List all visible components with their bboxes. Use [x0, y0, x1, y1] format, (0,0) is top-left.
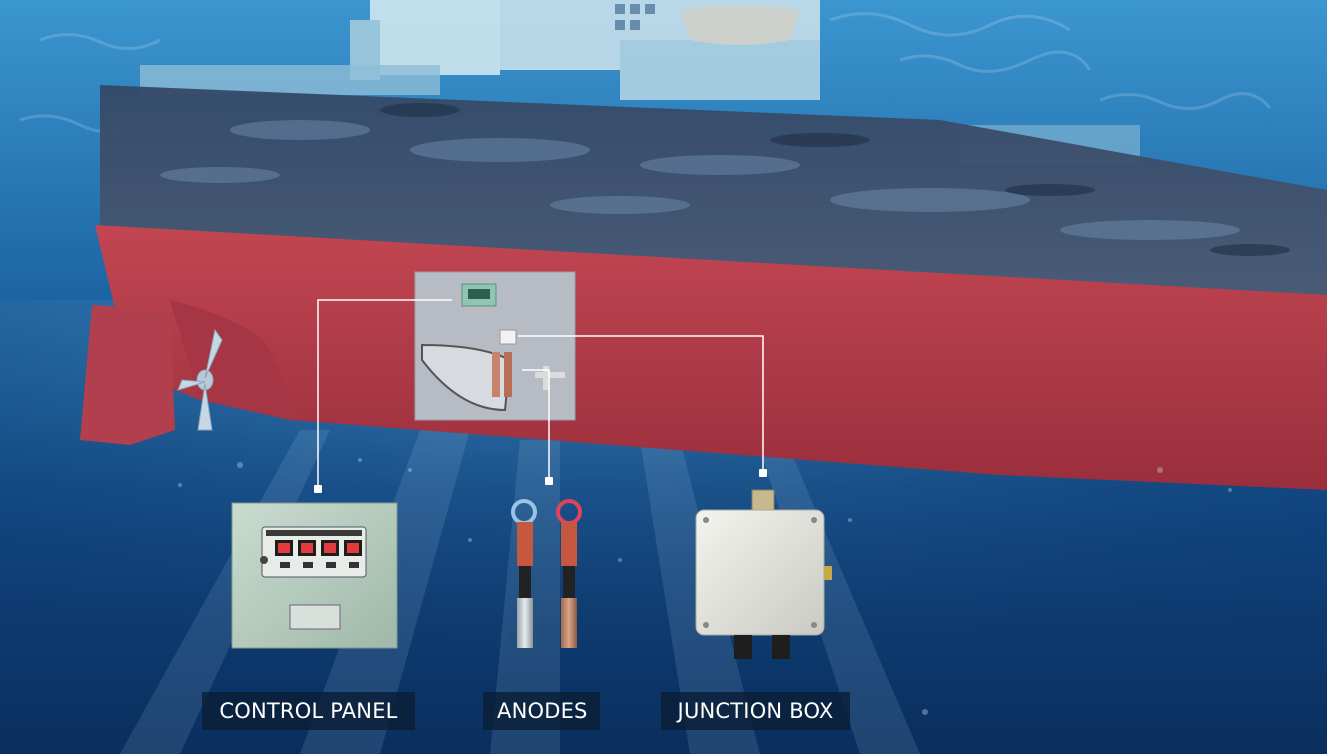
- junction-box-image: [695, 489, 832, 659]
- junction-box-connector-dot: [759, 469, 767, 477]
- anodes-connector-dot: [545, 477, 553, 485]
- anode-image: [511, 499, 582, 648]
- control-panel-connector-dot: [314, 485, 322, 493]
- control-panel-image: [231, 502, 398, 649]
- propeller-icon: [177, 328, 223, 431]
- rudder: [80, 305, 175, 445]
- system-diagram-inset: [414, 271, 576, 421]
- connector-lines: [317, 299, 764, 488]
- control-panel-label: CONTROL PANEL: [202, 692, 415, 730]
- junction-box-label: JUNCTION BOX: [661, 692, 850, 730]
- hull-underwater: [95, 225, 1327, 490]
- anodes-label: ANODES: [483, 692, 600, 730]
